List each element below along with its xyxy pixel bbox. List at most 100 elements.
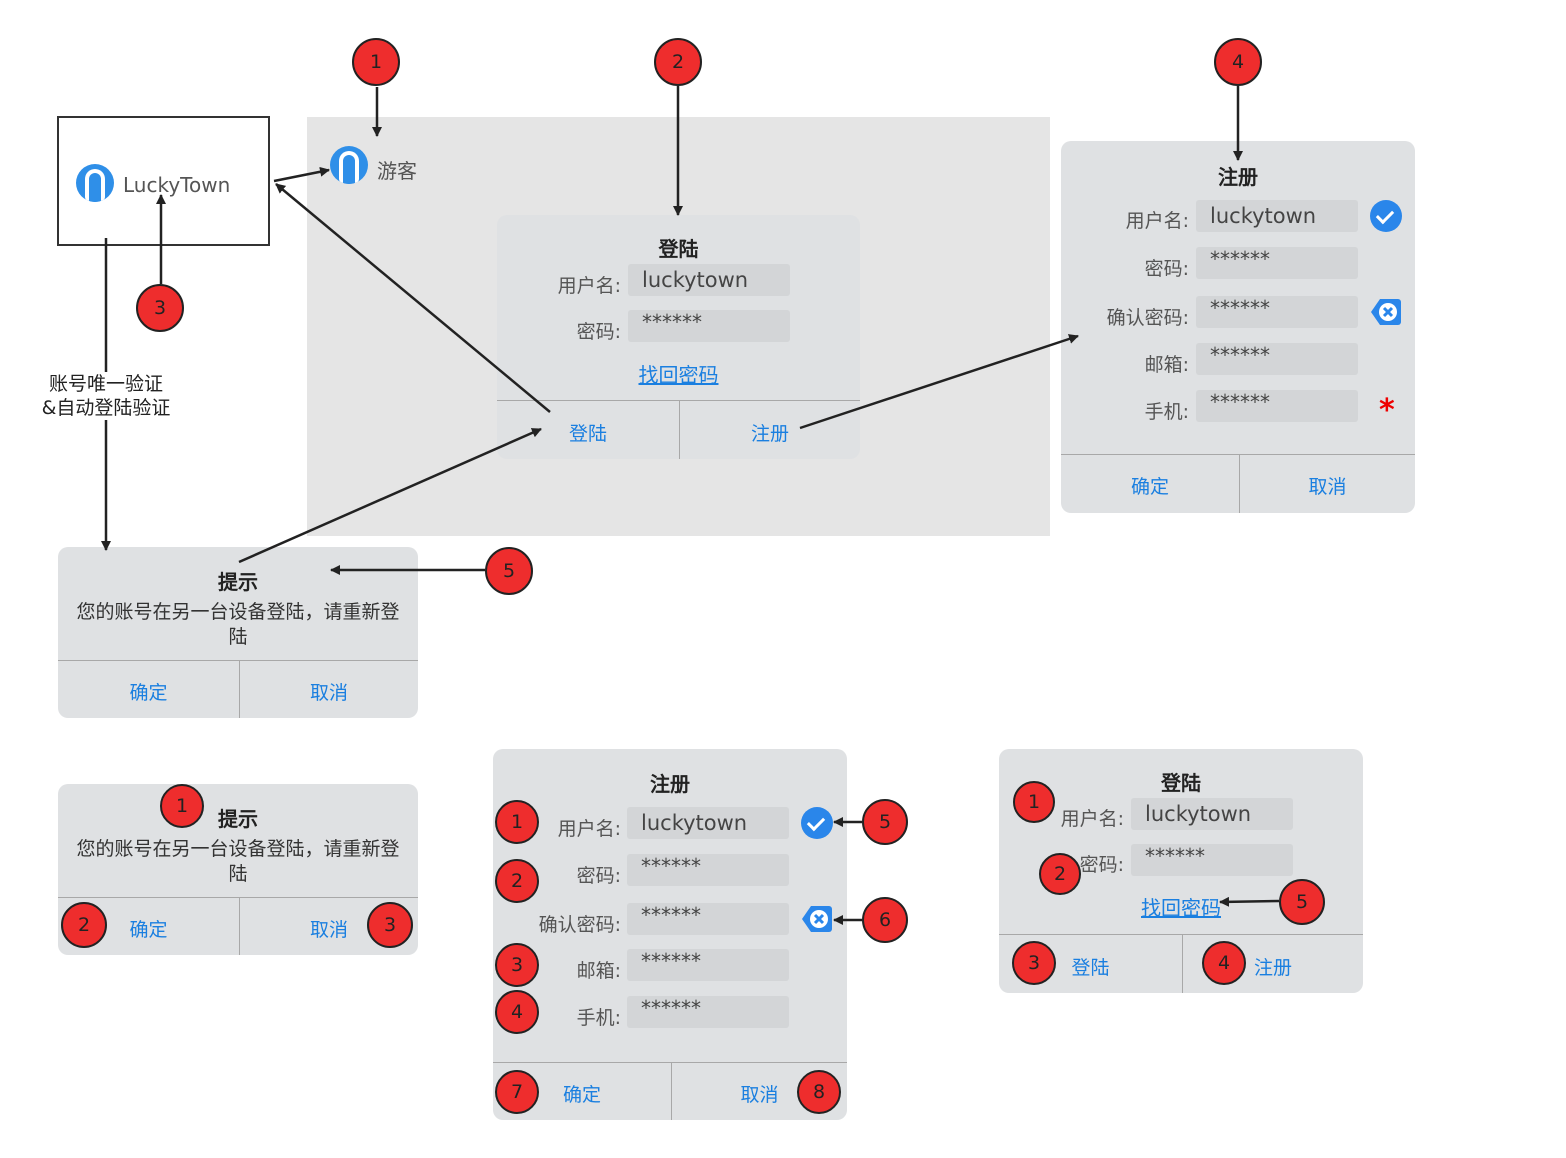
prompt-message: 您的账号在另一台设备登陆，请重新登陆 bbox=[76, 838, 400, 885]
prompt-ok-button[interactable]: 确定 bbox=[129, 919, 168, 941]
login-username-label: 用户名: bbox=[557, 275, 621, 297]
register-dialog-annotated: 注册 用户名: luckytown 密码: ****** 确认密码: *****… bbox=[493, 749, 847, 1120]
register-button-divider bbox=[671, 1062, 672, 1120]
marker-2: 2 bbox=[1039, 853, 1081, 895]
marker-7: 7 bbox=[495, 1070, 539, 1114]
register-dialog: 注册 用户名: luckytown 密码: ****** 确认密码: *****… bbox=[1061, 141, 1415, 513]
clear-icon[interactable] bbox=[1370, 296, 1402, 328]
note-line-2: &自动登陆验证 bbox=[41, 397, 171, 419]
marker-1: 1 bbox=[352, 38, 400, 86]
prompt-cancel-button[interactable]: 取消 bbox=[309, 919, 348, 941]
login-username-input[interactable]: luckytown bbox=[628, 264, 790, 296]
marker-2: 2 bbox=[61, 902, 107, 948]
reg-password-input[interactable]: ****** bbox=[1196, 247, 1358, 279]
reg-phone-input[interactable]: ****** bbox=[1196, 390, 1358, 422]
register-divider bbox=[1061, 454, 1415, 455]
login-password-input[interactable]: ****** bbox=[628, 310, 790, 342]
prompt-title: 提示 bbox=[218, 807, 258, 831]
guest-label: 游客 bbox=[377, 159, 417, 183]
forgot-password-link[interactable]: 找回密码 bbox=[1141, 896, 1221, 920]
marker-4: 4 bbox=[1202, 941, 1246, 985]
login-password-label: 密码: bbox=[1079, 854, 1124, 876]
register-button-divider bbox=[1239, 454, 1240, 513]
reg-email-label: 邮箱: bbox=[1144, 354, 1189, 376]
prompt-title: 提示 bbox=[218, 570, 258, 594]
arrow-login-to-userbox bbox=[275, 183, 551, 413]
login-password-input[interactable]: ****** bbox=[1131, 844, 1293, 876]
marker-4: 4 bbox=[1214, 38, 1262, 86]
marker-3: 3 bbox=[136, 284, 184, 332]
reg-username-label: 用户名: bbox=[557, 818, 621, 840]
login-title: 登陆 bbox=[1161, 771, 1201, 795]
reg-confirm-input[interactable]: ****** bbox=[627, 903, 789, 935]
username-label: LuckyTown bbox=[123, 173, 231, 197]
user-box[interactable]: LuckyTown bbox=[57, 116, 270, 246]
note-line-1: 账号唯一验证 bbox=[48, 373, 163, 395]
login-dialog-annotated: 登陆 用户名: luckytown 密码: ****** 找回密码 登陆 注册 bbox=[999, 749, 1363, 993]
login-button[interactable]: 登陆 bbox=[568, 423, 607, 445]
login-divider bbox=[999, 934, 1363, 935]
forgot-password-link[interactable]: 找回密码 bbox=[638, 363, 719, 387]
reg-email-label: 邮箱: bbox=[576, 960, 621, 982]
login-dialog: 登陆 用户名: luckytown 密码: ****** 找回密码 登陆 注册 bbox=[497, 215, 860, 459]
prompt-dialog-annotated: 提示 您的账号在另一台设备登陆，请重新登陆 确定 取消 bbox=[58, 784, 418, 955]
user-avatar-icon bbox=[76, 164, 114, 202]
clear-icon[interactable] bbox=[801, 903, 833, 935]
prompt-cancel-button[interactable]: 取消 bbox=[309, 682, 348, 704]
marker-3: 3 bbox=[367, 902, 413, 948]
reg-phone-input[interactable]: ****** bbox=[627, 996, 789, 1028]
register-cancel-button[interactable]: 取消 bbox=[740, 1084, 779, 1106]
login-password-label: 密码: bbox=[576, 321, 621, 343]
prompt-button-divider bbox=[239, 660, 240, 718]
reg-username-label: 用户名: bbox=[1125, 210, 1189, 232]
arrow-prompt-to-login bbox=[238, 427, 542, 564]
reg-phone-label: 手机: bbox=[576, 1007, 621, 1029]
verification-note: 账号唯一验证 &自动登陆验证 bbox=[30, 372, 182, 420]
login-divider bbox=[497, 400, 860, 401]
login-title: 登陆 bbox=[658, 237, 699, 261]
register-cancel-button[interactable]: 取消 bbox=[1308, 476, 1347, 498]
marker-6: 6 bbox=[862, 897, 908, 943]
prompt-message: 您的账号在另一台设备登陆，请重新登陆 bbox=[76, 601, 400, 648]
prompt-ok-button[interactable]: 确定 bbox=[129, 682, 168, 704]
reg-email-input[interactable]: ****** bbox=[627, 949, 789, 981]
reg-confirm-label: 确认密码: bbox=[538, 914, 621, 936]
register-divider bbox=[493, 1062, 847, 1063]
reg-confirm-label: 确认密码: bbox=[1106, 307, 1189, 329]
register-ok-button[interactable]: 确定 bbox=[1130, 476, 1169, 498]
reg-confirm-input[interactable]: ****** bbox=[1196, 296, 1358, 328]
register-title: 注册 bbox=[1218, 165, 1258, 189]
marker-1: 1 bbox=[495, 800, 539, 844]
register-title: 注册 bbox=[650, 772, 690, 796]
arrow-5-to-forgot bbox=[1219, 896, 1280, 907]
marker-5: 5 bbox=[1279, 879, 1325, 925]
marker-1: 1 bbox=[1013, 781, 1055, 823]
prompt-divider bbox=[58, 897, 418, 898]
reg-username-input[interactable]: luckytown bbox=[627, 807, 789, 839]
reg-password-input[interactable]: ****** bbox=[627, 854, 789, 886]
marker-1: 1 bbox=[160, 784, 204, 828]
arrow-register-to-dialog bbox=[799, 334, 1079, 430]
marker-5: 5 bbox=[485, 547, 533, 595]
marker-3: 3 bbox=[495, 943, 539, 987]
reg-username-input[interactable]: luckytown bbox=[1196, 200, 1358, 232]
guest-avatar-icon bbox=[330, 146, 368, 184]
check-icon bbox=[1370, 200, 1402, 232]
marker-2: 2 bbox=[654, 38, 702, 86]
register-ok-button[interactable]: 确定 bbox=[562, 1084, 601, 1106]
login-username-label: 用户名: bbox=[1060, 808, 1124, 830]
marker-5: 5 bbox=[862, 799, 908, 845]
check-icon bbox=[801, 807, 833, 839]
reg-email-input[interactable]: ****** bbox=[1196, 343, 1358, 375]
register-button[interactable]: 注册 bbox=[750, 423, 789, 445]
marker-2: 2 bbox=[495, 859, 539, 903]
required-asterisk: * bbox=[1379, 393, 1395, 428]
register-button[interactable]: 注册 bbox=[1253, 957, 1292, 979]
login-username-input[interactable]: luckytown bbox=[1131, 798, 1293, 830]
login-button-divider bbox=[679, 400, 680, 459]
arrow-userbox-to-guest bbox=[273, 166, 330, 183]
login-button[interactable]: 登陆 bbox=[1071, 957, 1110, 979]
prompt-button-divider bbox=[239, 897, 240, 955]
reg-password-label: 密码: bbox=[576, 865, 621, 887]
